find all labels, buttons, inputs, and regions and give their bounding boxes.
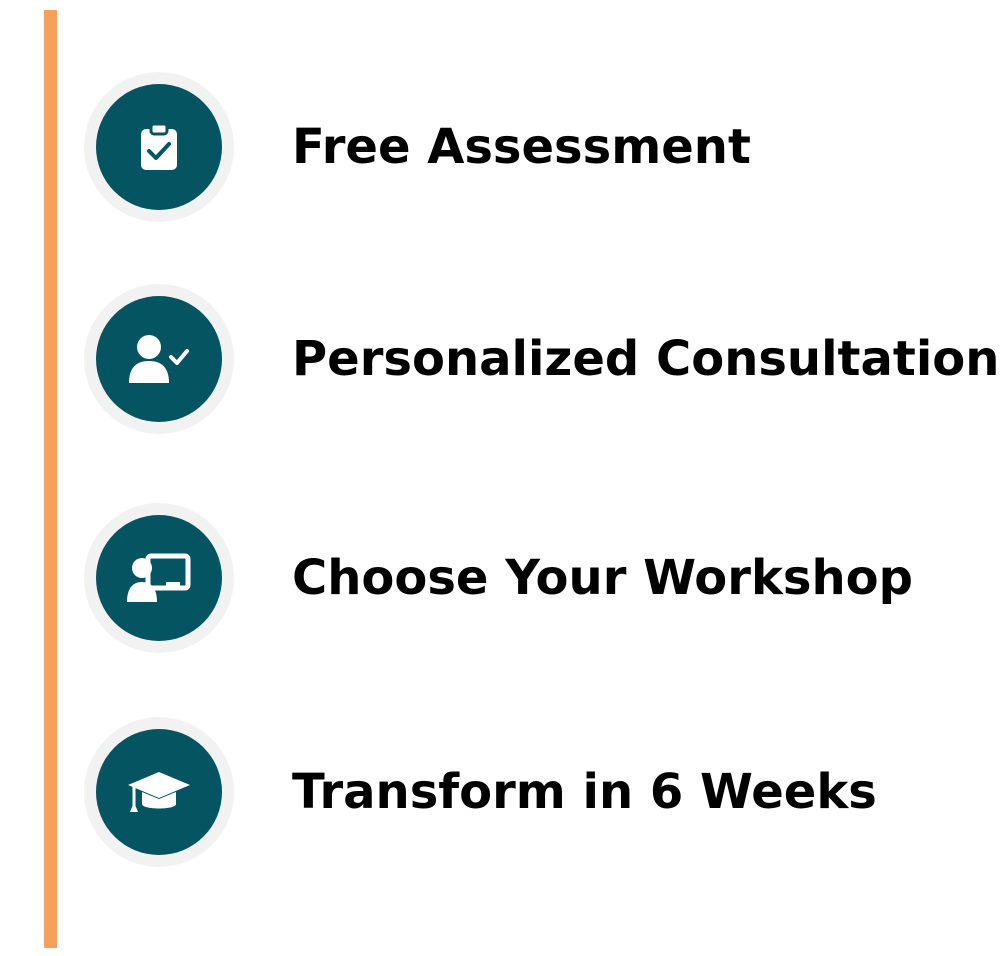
step-personalized-consultation: Personalized Consultation: [0, 284, 1000, 434]
presentation-icon: [127, 553, 191, 602]
step-label: Free Assessment: [292, 119, 751, 175]
icon-disc: [96, 729, 222, 855]
icon-disc: [96, 515, 222, 641]
icon-halo: [84, 72, 234, 222]
step-label: Transform in 6 Weeks: [292, 764, 877, 820]
icon-halo: [84, 717, 234, 867]
icon-halo: [84, 284, 234, 434]
icon-disc: [96, 84, 222, 210]
step-free-assessment: Free Assessment: [0, 72, 1000, 222]
user-check-icon: [129, 335, 189, 383]
clipboard-check-icon: [141, 122, 177, 170]
step-label: Choose Your Workshop: [292, 550, 913, 606]
icon-disc: [96, 296, 222, 422]
step-choose-your-workshop: Choose Your Workshop: [0, 503, 1000, 653]
graduation-cap-icon: [128, 772, 190, 812]
accent-bar: [44, 10, 57, 948]
step-transform-in-6-weeks: Transform in 6 Weeks: [0, 717, 1000, 867]
icon-halo: [84, 503, 234, 653]
step-label: Personalized Consultation: [292, 331, 1000, 387]
